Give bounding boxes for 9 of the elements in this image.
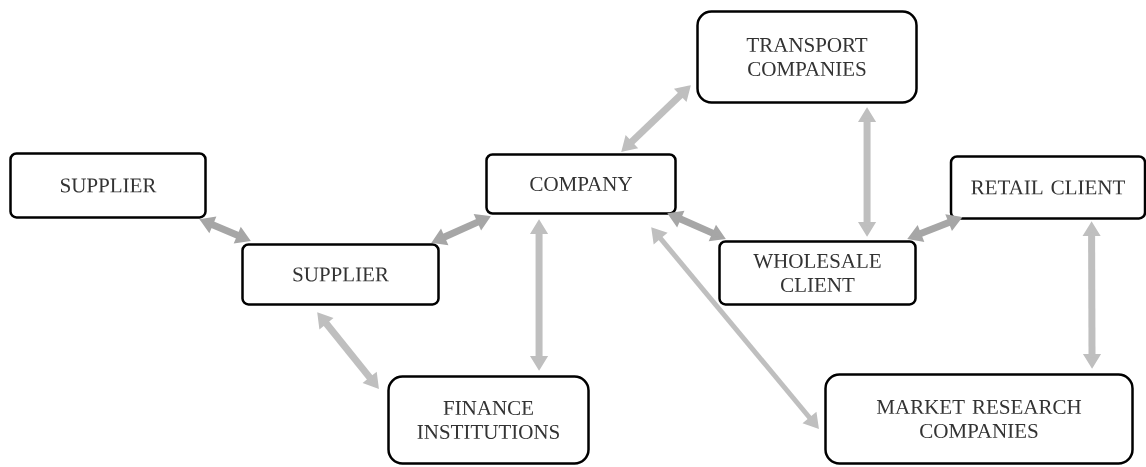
process-box: FINANCE INSTITUTIONS bbox=[387, 375, 590, 465]
process-box: RETAIL CLIENT bbox=[949, 155, 1146, 220]
process-box: SUPPLIER bbox=[241, 243, 440, 306]
process-box: SUPPLIER bbox=[9, 152, 207, 219]
process-box: COMPANY bbox=[485, 153, 677, 215]
process-box: WHOLESALE CLIENT bbox=[718, 240, 917, 306]
process-box: TRANSPORT COMPANIES bbox=[696, 10, 918, 104]
arrow bbox=[621, 85, 691, 152]
process-box: MARKET RESEARCH COMPANIES bbox=[824, 373, 1134, 465]
